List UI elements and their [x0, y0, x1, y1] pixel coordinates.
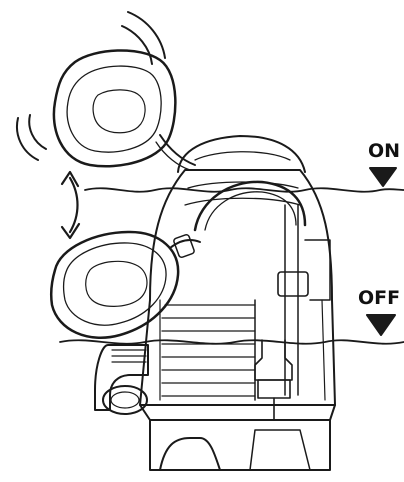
water-level-off-line	[59, 339, 404, 345]
water-level-on-line	[84, 187, 404, 193]
off-level-marker-icon	[366, 314, 396, 336]
pump-outlet-stem	[254, 339, 293, 421]
pump-housing	[139, 169, 336, 406]
off-level-label: OFF	[358, 287, 401, 309]
on-level-marker-icon	[369, 167, 397, 187]
pump-ribbed-section	[161, 299, 256, 401]
pump-cable-channel	[277, 204, 331, 396]
pump-base	[139, 404, 336, 471]
float-switch-upper-icon	[52, 49, 196, 171]
float-switch-lower-icon	[49, 230, 201, 339]
on-level-label: ON	[368, 140, 401, 162]
hose-connector	[94, 344, 149, 415]
pump-motor-dome	[177, 135, 306, 206]
pump-handle	[193, 180, 307, 232]
motion-arcs	[16, 11, 166, 161]
double-headed-arrow-icon	[60, 170, 81, 240]
